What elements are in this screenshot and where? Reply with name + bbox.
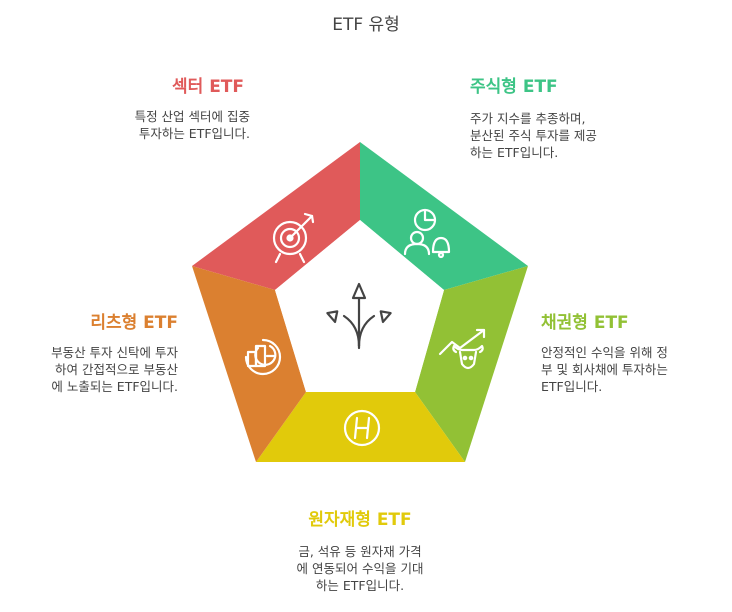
sector-line: 특정 산업 섹터에 집중	[134, 109, 250, 124]
commodity-heading: 원자재형 ETF	[308, 510, 412, 530]
stock-line: 분산된 주식 투자를 제공	[470, 128, 597, 143]
reits-line: 에 노출되는 ETF입니다.	[51, 379, 178, 394]
bond-line: 부 및 회사채에 투자하는	[541, 362, 668, 377]
people-chart-icon	[403, 208, 451, 259]
sector-heading: 섹터 ETF	[172, 77, 245, 97]
commodity-line: 금, 석유 등 원자재 가격	[298, 544, 422, 559]
reits-line: 하여 간접적으로 부동산	[55, 362, 178, 377]
segment-bond	[415, 266, 528, 462]
commodity-line: 하는 ETF입니다.	[315, 578, 405, 593]
target-icon	[272, 212, 315, 264]
commodity-line: 에 연동되어 수익을 기대	[296, 561, 424, 576]
stock-heading: 주식형 ETF	[470, 77, 558, 97]
building-chart-icon	[244, 338, 282, 376]
reits-description: 부동산 투자 신탁에 투자 하여 간접적으로 부동산 에 노출되는 ETF입니다…	[51, 344, 178, 395]
coin-icon	[343, 409, 381, 447]
stock-line: 하는 ETF입니다.	[470, 145, 559, 160]
three-way-arrows-icon	[326, 282, 392, 350]
stock-line: 주가 지수를 추종하며,	[470, 111, 586, 126]
reits-heading: 리츠형 ETF	[90, 313, 178, 333]
bond-line: ETF입니다.	[541, 379, 603, 394]
commodity-description: 금, 석유 등 원자재 가격 에 연동되어 수익을 기대 하는 ETF입니다.	[240, 543, 480, 594]
segment-sector	[192, 142, 360, 290]
stock-description: 주가 지수를 추종하며, 분산된 주식 투자를 제공 하는 ETF입니다.	[470, 110, 597, 161]
bull-market-icon	[438, 328, 486, 370]
page-title: ETF 유형	[332, 15, 400, 35]
bond-heading: 채권형 ETF	[541, 313, 629, 333]
sector-line: 투자하는 ETF입니다.	[138, 126, 250, 141]
reits-line: 부동산 투자 신탁에 투자	[51, 345, 178, 360]
sector-description: 특정 산업 섹터에 집중 투자하는 ETF입니다.	[135, 108, 250, 142]
bond-description: 안정적인 수익을 위해 정 부 및 회사채에 투자하는 ETF입니다.	[541, 344, 668, 395]
segment-stock	[360, 142, 528, 290]
bond-line: 안정적인 수익을 위해 정	[541, 345, 668, 360]
